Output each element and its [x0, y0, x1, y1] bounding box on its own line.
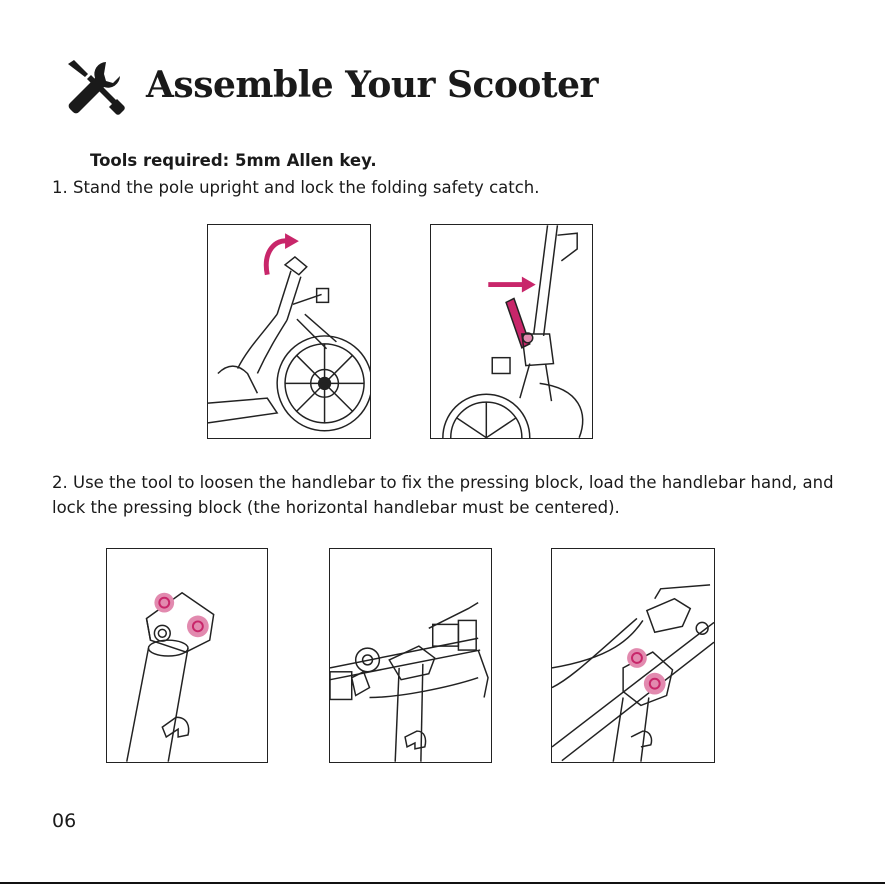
step-2-illustration-clamp — [106, 548, 268, 763]
step-1-illustration-fold — [207, 224, 371, 439]
tools-required-text: Tools required: 5mm Allen key. — [90, 151, 377, 170]
step-2-text: 2. Use the tool to loosen the handlebar … — [52, 470, 852, 520]
step-2-illustration-centered-handlebar — [551, 548, 715, 763]
step-2-illustration-handlebar-loading — [329, 548, 492, 763]
step-1-text: 1. Stand the pole upright and lock the f… — [52, 178, 540, 197]
page-number: 06 — [52, 810, 76, 832]
step-1-illustration-catch — [430, 224, 593, 439]
page-title: Assemble Your Scooter — [146, 64, 598, 106]
footer-rule — [0, 882, 885, 884]
tools-icon — [62, 56, 126, 120]
